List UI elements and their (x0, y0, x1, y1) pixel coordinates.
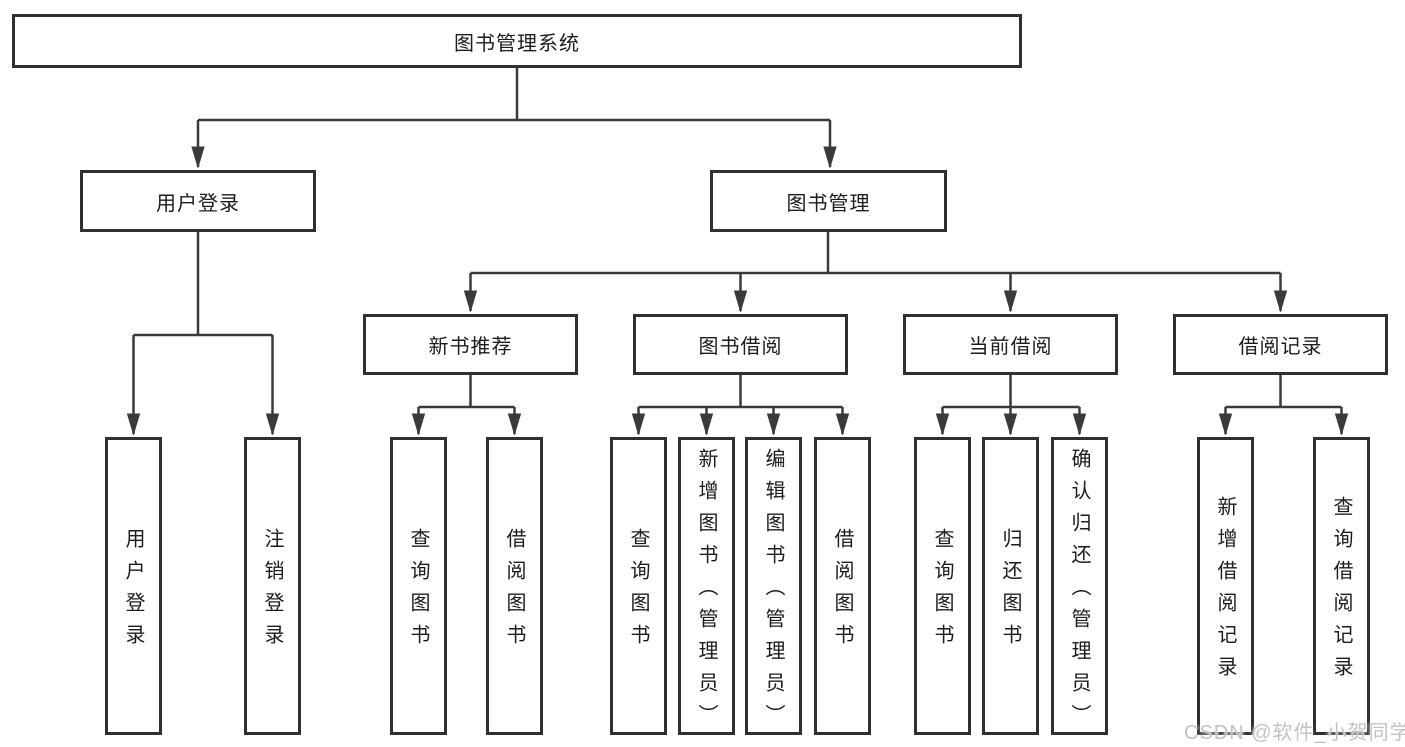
connectors-new-book-recommend (419, 375, 515, 434)
node-label: 新增图书（管理员） (695, 448, 717, 736)
node-new-book-recommend: 新书推荐 (363, 314, 578, 375)
node-label: 图书管理 (786, 192, 871, 215)
node-label: 注销登录 (261, 528, 283, 656)
leaf-borrow-add-books-admin: 新增图书（管理员） (678, 437, 735, 736)
node-label: 查询图书 (407, 528, 429, 656)
connectors-root (198, 68, 830, 167)
node-current-borrow: 当前借阅 (903, 314, 1118, 375)
node-book-management: 图书管理 (710, 170, 947, 232)
node-label: 借阅记录 (1238, 336, 1323, 358)
node-label: 图书借阅 (698, 336, 783, 358)
node-label: 借阅图书 (831, 528, 853, 656)
node-library-system: 图书管理系统 (12, 14, 1022, 68)
connectors-borrow-records (1226, 375, 1342, 434)
node-label: 用户登录 (122, 528, 144, 656)
node-book-borrow: 图书借阅 (633, 314, 848, 375)
leaf-current-confirm-return-admin: 确认归还（管理员） (1051, 437, 1108, 736)
leaf-recommend-borrow-books: 借阅图书 (486, 437, 543, 735)
node-label: 新增借阅记录 (1214, 496, 1236, 688)
node-label: 用户登录 (156, 192, 240, 215)
node-user-login: 用户登录 (80, 170, 316, 232)
leaf-logout: 注销登录 (244, 437, 301, 735)
leaf-borrow-query-books: 查询图书 (610, 437, 667, 735)
leaf-borrow-edit-books-admin: 编辑图书（管理员） (745, 437, 802, 736)
node-label: 新书推荐 (428, 336, 513, 358)
leaf-records-add-record: 新增借阅记录 (1197, 437, 1254, 735)
leaf-current-return-books: 归还图书 (982, 437, 1039, 735)
node-label: 图书管理系统 (454, 32, 580, 55)
leaf-recommend-query-books: 查询图书 (390, 437, 447, 735)
node-label: 查询图书 (627, 528, 649, 656)
node-label: 确认归还（管理员） (1068, 448, 1090, 736)
connectors-current-borrow (943, 375, 1080, 434)
leaf-user-login: 用户登录 (105, 437, 162, 735)
connectors-user-login (134, 232, 273, 434)
connectors-book-borrow (639, 375, 843, 434)
node-label: 当前借阅 (968, 336, 1053, 358)
node-label: 借阅图书 (503, 528, 525, 656)
node-label: 编辑图书（管理员） (762, 448, 784, 736)
node-label: 归还图书 (999, 528, 1021, 656)
leaf-records-query-record: 查询借阅记录 (1313, 437, 1370, 735)
node-label: 查询借阅记录 (1330, 496, 1352, 688)
watermark: CSDN @软件_小贺同学 (1184, 722, 1405, 744)
leaf-current-query-books: 查询图书 (914, 437, 971, 735)
connectors-book-management (471, 232, 1281, 311)
leaf-borrow-borrow-books: 借阅图书 (814, 437, 871, 735)
node-label: 查询图书 (931, 528, 953, 656)
node-borrow-records: 借阅记录 (1173, 314, 1388, 375)
